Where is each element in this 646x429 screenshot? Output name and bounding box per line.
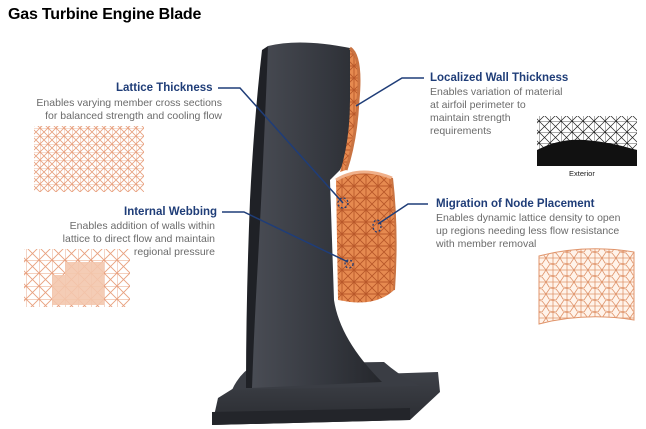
leader-localized-wall xyxy=(355,77,424,107)
lattice-thickness-description: Enables varying member cross sections fo… xyxy=(36,97,222,122)
exterior-label: Exterior xyxy=(569,169,595,178)
wall-thickness-thumbnail xyxy=(537,116,637,166)
marker-lattice-thickness xyxy=(337,197,349,209)
page-title: Gas Turbine Engine Blade xyxy=(8,6,202,23)
node-placement-heading: Migration of Node Placement xyxy=(436,198,595,210)
lattice-thickness-thumbnail xyxy=(34,126,144,192)
leader-lines xyxy=(218,77,428,263)
localized-wall-description: Enables variation of material at airfoil… xyxy=(430,86,563,137)
leader-node-placement xyxy=(377,203,428,225)
internal-webbing-heading: Internal Webbing xyxy=(124,206,218,218)
internal-webbing-thumbnail xyxy=(24,249,130,307)
lattice-thickness-heading: Lattice Thickness xyxy=(116,82,213,94)
callout-markers xyxy=(337,197,382,269)
node-placement-description: Enables dynamic lattice density to open … xyxy=(436,212,621,250)
lattice-cutaway-upper xyxy=(340,46,361,172)
internal-webbing-description: Enables addition of walls within lattice… xyxy=(62,220,215,258)
leader-internal-webbing xyxy=(222,211,349,263)
localized-wall-heading: Localized Wall Thickness xyxy=(430,72,569,84)
marker-node-placement xyxy=(372,219,382,233)
node-placement-thumbnail xyxy=(538,248,635,325)
marker-internal-webbing xyxy=(344,259,354,269)
lattice-cutaway-lower xyxy=(335,170,397,303)
leader-lattice-thickness xyxy=(218,87,344,204)
